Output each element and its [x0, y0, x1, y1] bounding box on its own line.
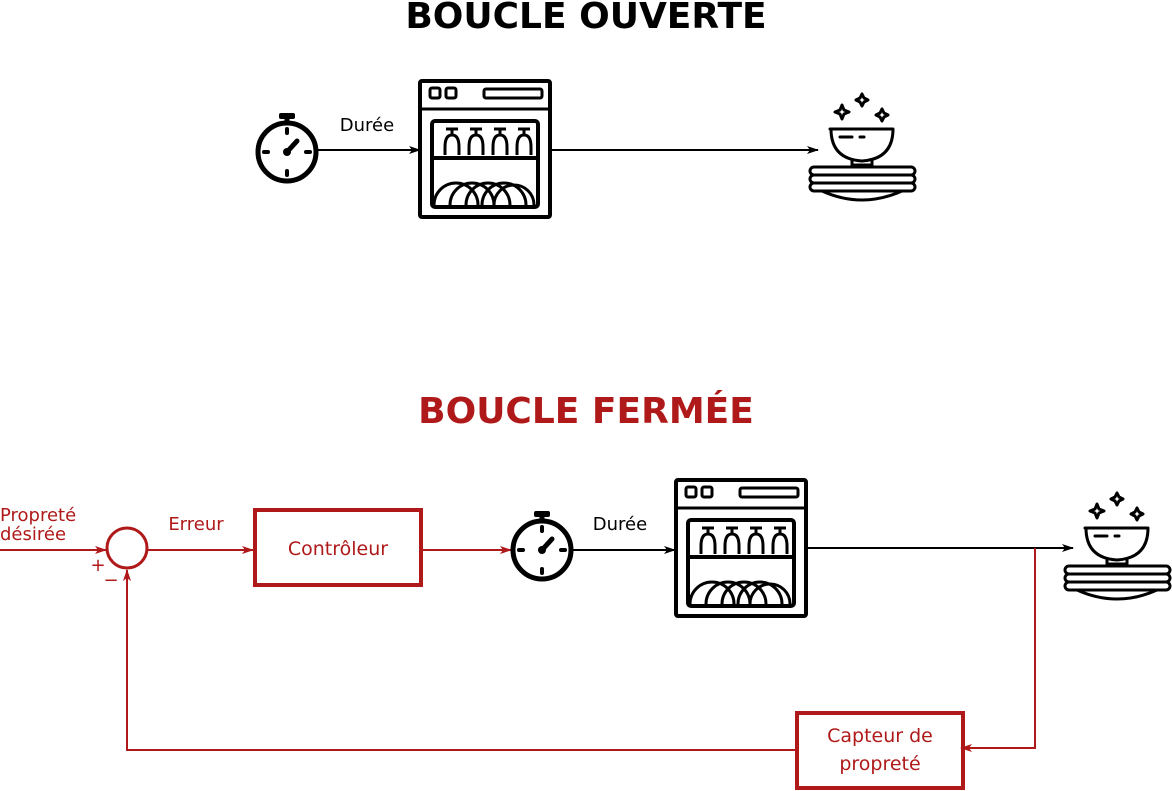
closed-loop-title: BOUCLE FERMÉE: [418, 390, 754, 432]
measurement-arrow: [960, 548, 1036, 752]
dishwasher-icon: [418, 79, 552, 219]
feedback-arrow: [123, 569, 797, 751]
dishwasher-icon: [674, 478, 808, 618]
stopwatch-icon: [513, 511, 571, 579]
closed-loop-duration-label: Durée: [593, 514, 647, 535]
error-label: Erreur: [168, 514, 224, 535]
controller-label: Contrôleur: [288, 538, 388, 560]
clean-dishes-icon: [808, 92, 917, 202]
minus-sign: −: [103, 570, 118, 591]
controller-block: [253, 508, 423, 587]
open-loop-duration-label: Durée: [340, 115, 394, 136]
input-label-line1: Propreté: [0, 505, 76, 526]
input-label-line2: désirée: [0, 524, 66, 545]
summing-junction: [105, 526, 149, 570]
stopwatch-icon: [258, 113, 316, 181]
plus-sign: +: [90, 555, 105, 576]
open-loop-title: BOUCLE OUVERTE: [405, 0, 766, 37]
sensor-label-line1: Capteur de: [827, 725, 933, 747]
clean-dishes-icon: [1063, 491, 1172, 601]
sensor-label-line2: propreté: [839, 753, 920, 775]
